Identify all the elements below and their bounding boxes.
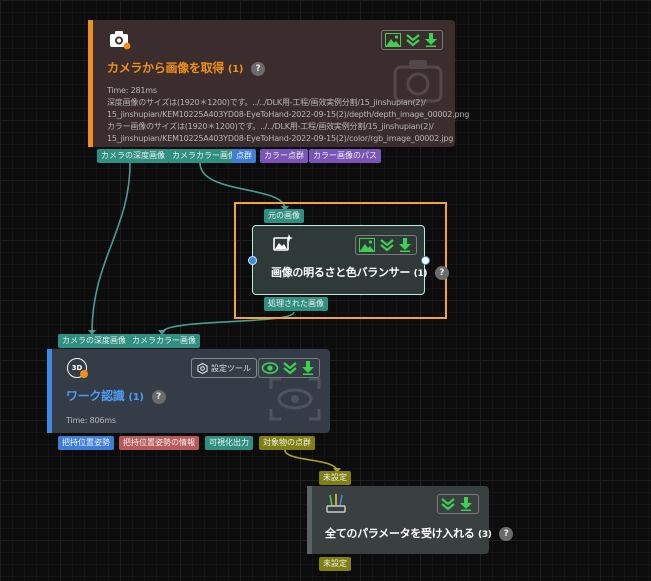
image-sparkle-icon bbox=[273, 234, 293, 251]
output-port-pick-pose[interactable]: 把持位置姿勢 bbox=[58, 436, 114, 450]
node-title-text: ワーク認識 bbox=[66, 389, 125, 403]
double-chevron-down-icon[interactable] bbox=[380, 238, 394, 252]
camera-icon bbox=[110, 31, 131, 50]
node-brightness-color-balancer[interactable]: 画像の明るさと色バランサー (1) ? bbox=[252, 225, 449, 295]
node-accept-all-parameters[interactable]: 全てのパラメータを受け入れる (3) ? bbox=[307, 486, 514, 554]
node-accent-bar bbox=[307, 486, 312, 554]
selection-highlight-frame bbox=[234, 202, 447, 319]
download-arrow-icon[interactable] bbox=[399, 238, 411, 252]
node-accent-bar bbox=[88, 20, 93, 147]
node-accent-bar bbox=[47, 349, 52, 433]
arrow-params-input bbox=[333, 468, 341, 473]
log-line: 15_jinshupian/KEM10225A403YD08-EyeToHand… bbox=[107, 134, 454, 143]
output-port-color-image-path[interactable]: カラー画像のパス bbox=[309, 149, 381, 163]
node-title: ワーク認識 (1) ? bbox=[66, 387, 166, 404]
download-arrow-icon[interactable] bbox=[425, 33, 437, 47]
help-icon[interactable]: ? bbox=[251, 61, 265, 76]
node-time-text: Time: 806ms bbox=[66, 416, 116, 425]
image-visualize-icon[interactable] bbox=[385, 33, 401, 47]
log-line: Time: 281ms bbox=[107, 86, 157, 95]
arrow-balancer-input bbox=[281, 206, 289, 211]
output-port-point-cloud[interactable]: 点群 bbox=[232, 149, 256, 163]
output-port-color-image[interactable]: カメラカラー画像 bbox=[168, 149, 240, 163]
node-count: (1) bbox=[128, 392, 144, 403]
node-title-text: 全てのパラメータを受け入れる bbox=[325, 527, 475, 540]
node-toolbar bbox=[437, 494, 479, 514]
output-port-visualization[interactable]: 可視化出力 bbox=[205, 436, 253, 450]
hexagon-settings-icon bbox=[197, 362, 208, 374]
edge-balancer-to-workpiece bbox=[161, 311, 295, 334]
input-port-original-image[interactable]: 元の画像 bbox=[264, 209, 304, 223]
eye-watermark-icon bbox=[269, 377, 321, 421]
log-line: 深度画像のサイズは(1920＊1200)です。../../DLK用-工程/画效実… bbox=[107, 98, 426, 107]
arrow-workpiece-color bbox=[158, 330, 166, 335]
output-port-unset[interactable]: 未設定 bbox=[319, 557, 351, 571]
input-port-color-image[interactable]: カメラカラー画像 bbox=[128, 334, 200, 348]
node-count: (1) bbox=[227, 64, 244, 75]
download-arrow-icon[interactable] bbox=[302, 361, 314, 375]
node-toolbar bbox=[381, 30, 443, 50]
node-title-text: 画像の明るさと色バランサー bbox=[271, 266, 411, 279]
node-toolbar bbox=[258, 358, 320, 378]
arrow-workpiece-depth bbox=[88, 330, 96, 335]
eye-visualize-icon[interactable] bbox=[261, 362, 279, 374]
edge-pointcloud-to-params bbox=[284, 449, 338, 472]
node-log-text: Time: 281ms 深度画像のサイズは(1920＊1200)です。../..… bbox=[107, 85, 469, 145]
image-visualize-icon[interactable] bbox=[359, 238, 375, 252]
node-title-text: カメラから画像を取得 bbox=[107, 61, 225, 75]
router-antenna-icon bbox=[326, 494, 346, 513]
node-toolbar bbox=[355, 235, 417, 255]
node-capture-images[interactable]: カメラから画像を取得 (1) ? Time: 281ms 深度画像のサイズは(1… bbox=[88, 20, 469, 147]
edge-depth-to-workpiece bbox=[91, 162, 131, 334]
log-line: カラー画像のサイズは(1920＊1200)です。../../DLK用-工程/画效… bbox=[107, 122, 434, 131]
input-port-depth-image[interactable]: カメラの深度画像 bbox=[58, 334, 130, 348]
settings-tool-button[interactable]: 設定ツール bbox=[191, 358, 257, 378]
log-line: 15_jinshupian/KEM10225A403YD08-EyeToHand… bbox=[107, 110, 470, 119]
node-count: (1) bbox=[413, 269, 428, 279]
input-port-unset[interactable]: 未設定 bbox=[319, 471, 351, 485]
help-icon[interactable]: ? bbox=[434, 266, 449, 280]
output-port-color-point-cloud[interactable]: カラー点群 bbox=[260, 149, 308, 163]
node-count: (3) bbox=[478, 530, 492, 540]
output-port-depth-image[interactable]: カメラの深度画像 bbox=[97, 149, 169, 163]
double-chevron-down-icon[interactable] bbox=[406, 33, 420, 47]
node-title: 画像の明るさと色バランサー (1) ? bbox=[271, 264, 449, 280]
output-port-processed-image[interactable]: 処理された画像 bbox=[264, 297, 328, 311]
output-port-pick-pose-info[interactable]: 把持位置姿勢の情報 bbox=[119, 436, 199, 450]
double-chevron-down-icon[interactable] bbox=[441, 497, 455, 511]
node-title: 全てのパラメータを受け入れる (3) ? bbox=[325, 525, 514, 541]
node-title: カメラから画像を取得 (1) ? bbox=[107, 59, 265, 76]
double-chevron-down-icon[interactable] bbox=[283, 361, 297, 375]
download-arrow-icon[interactable] bbox=[460, 497, 472, 511]
add-connection-icon[interactable] bbox=[421, 256, 430, 265]
3d-badge-label: 3D bbox=[67, 358, 87, 378]
3d-badge-icon: 3D bbox=[67, 358, 89, 380]
help-icon[interactable]: ? bbox=[151, 389, 166, 404]
node-workpiece-recognition[interactable]: 3D 設定ツール ワーク認識 bbox=[47, 349, 330, 433]
settings-tool-label: 設定ツール bbox=[211, 363, 251, 373]
input-connector-dot[interactable] bbox=[248, 256, 257, 265]
output-port-object-point-cloud[interactable]: 対象物の点群 bbox=[259, 436, 315, 450]
camera-watermark-icon bbox=[393, 60, 443, 103]
help-icon[interactable]: ? bbox=[499, 527, 514, 541]
